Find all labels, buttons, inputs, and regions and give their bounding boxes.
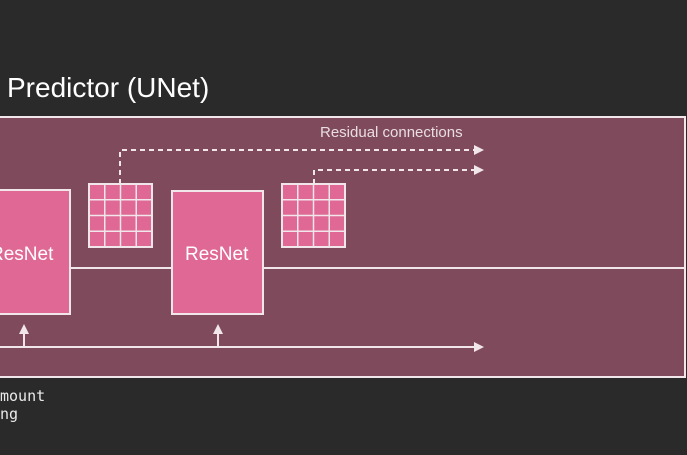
- residual-connections-label: Residual connections: [320, 124, 463, 141]
- resnet-block-2: [171, 190, 264, 315]
- resnet-block-2-label: ResNet: [185, 244, 249, 265]
- caption-line-2: ng: [0, 405, 19, 423]
- feature-grid-2: [281, 183, 346, 248]
- resnet-block-1-label: ResNet: [0, 244, 54, 265]
- residual-connection-2: [313, 165, 484, 184]
- diagram-title: Predictor (UNet): [7, 72, 210, 103]
- caption-line-1: mount: [0, 387, 46, 405]
- resnet-block-1: [0, 189, 71, 315]
- feature-grid-1: [88, 183, 153, 248]
- residual-connection-1: [119, 145, 484, 184]
